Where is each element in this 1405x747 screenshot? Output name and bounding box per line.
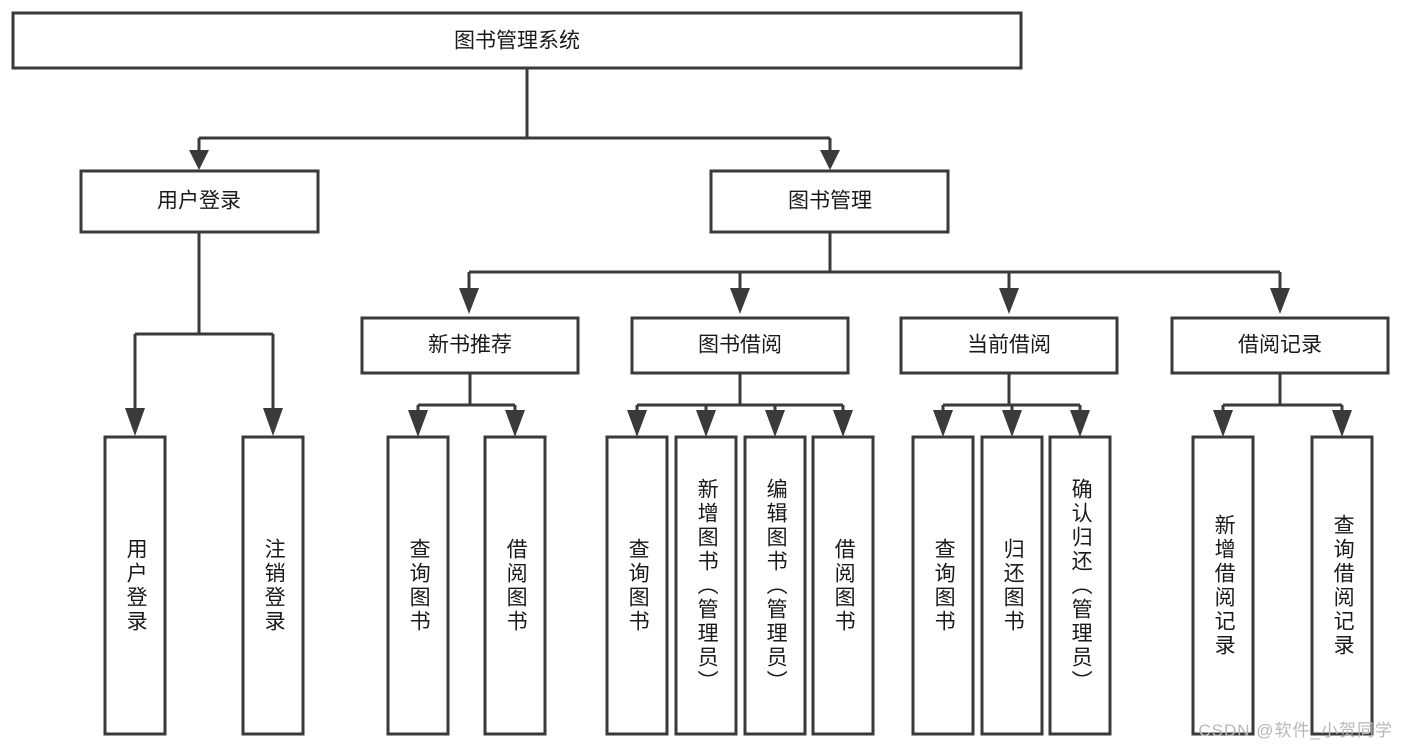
node-book-borrow[interactable]: 图书借阅 <box>630 316 850 375</box>
leaf-box-record-2[interactable] <box>1310 435 1374 736</box>
node-root-label: 图书管理系统 <box>454 30 580 53</box>
node-user-login-label: 用户登录 <box>157 190 241 213</box>
arrow-head-leaf-user-login-1 <box>125 408 145 436</box>
node-current-borrow-box <box>899 316 1119 375</box>
node-root-box <box>11 11 1023 70</box>
arrow-head-level3-3 <box>999 288 1019 314</box>
node-new-book-recommend-label: 新书推荐 <box>428 334 512 357</box>
leaf-box-current-2[interactable] <box>980 435 1044 736</box>
leaf-box-borrow-3[interactable] <box>743 435 807 736</box>
arrow-head-book-manage <box>820 150 840 170</box>
leaf-box-user-login-1[interactable] <box>103 435 167 736</box>
node-user-login[interactable]: 用户登录 <box>79 169 320 234</box>
arrow-head-user-login <box>189 150 209 170</box>
arrow-head-level3-1 <box>459 288 479 314</box>
leaf-box-current-1[interactable] <box>911 435 975 736</box>
node-current-borrow-label: 当前借阅 <box>967 334 1051 357</box>
arrow-head-borrow-3 <box>765 410 785 437</box>
node-borrow-record-box <box>1170 316 1390 375</box>
arrow-head-record-1 <box>1213 410 1233 437</box>
node-current-borrow[interactable]: 当前借阅 <box>899 316 1119 375</box>
arrow-head-current-2 <box>1002 410 1022 437</box>
node-root[interactable]: 图书管理系统 <box>11 11 1023 70</box>
node-borrow-record-label: 借阅记录 <box>1238 334 1322 357</box>
leaf-box-record-1[interactable] <box>1191 435 1255 736</box>
arrow-head-leaf-user-login-2 <box>263 408 283 436</box>
arrow-head-current-3 <box>1070 410 1090 437</box>
leaf-box-borrow-1[interactable] <box>605 435 669 736</box>
leaf-box-borrow-4[interactable] <box>811 435 875 736</box>
arrow-head-level3-4 <box>1270 288 1290 314</box>
arrow-head-borrow-1 <box>627 410 647 437</box>
node-new-book-recommend[interactable]: 新书推荐 <box>360 316 580 375</box>
leaf-box-current-3[interactable] <box>1048 435 1112 736</box>
node-book-borrow-label: 图书借阅 <box>698 334 782 357</box>
node-book-manage[interactable]: 图书管理 <box>709 169 950 234</box>
leaf-box-user-login-2[interactable] <box>241 435 305 736</box>
node-borrow-record[interactable]: 借阅记录 <box>1170 316 1390 375</box>
node-book-borrow-box <box>630 316 850 375</box>
arrow-head-recommend-1 <box>408 410 428 437</box>
leaf-box-borrow-2[interactable] <box>674 435 738 736</box>
arrow-head-level3-2 <box>730 288 750 314</box>
arrow-head-record-2 <box>1332 410 1352 437</box>
node-new-book-recommend-box <box>360 316 580 375</box>
leaf-box-recommend-1[interactable] <box>386 435 450 736</box>
arrow-head-borrow-2 <box>696 410 716 437</box>
node-book-manage-label: 图书管理 <box>788 190 872 213</box>
watermark-text: CSDN @软件_小贺同学 <box>1198 721 1393 740</box>
node-book-manage-box <box>709 169 950 234</box>
arrow-head-recommend-2 <box>505 410 525 437</box>
leaf-box-recommend-2[interactable] <box>483 435 547 736</box>
arrow-head-current-1 <box>933 410 953 437</box>
arrow-head-borrow-4 <box>833 410 853 437</box>
